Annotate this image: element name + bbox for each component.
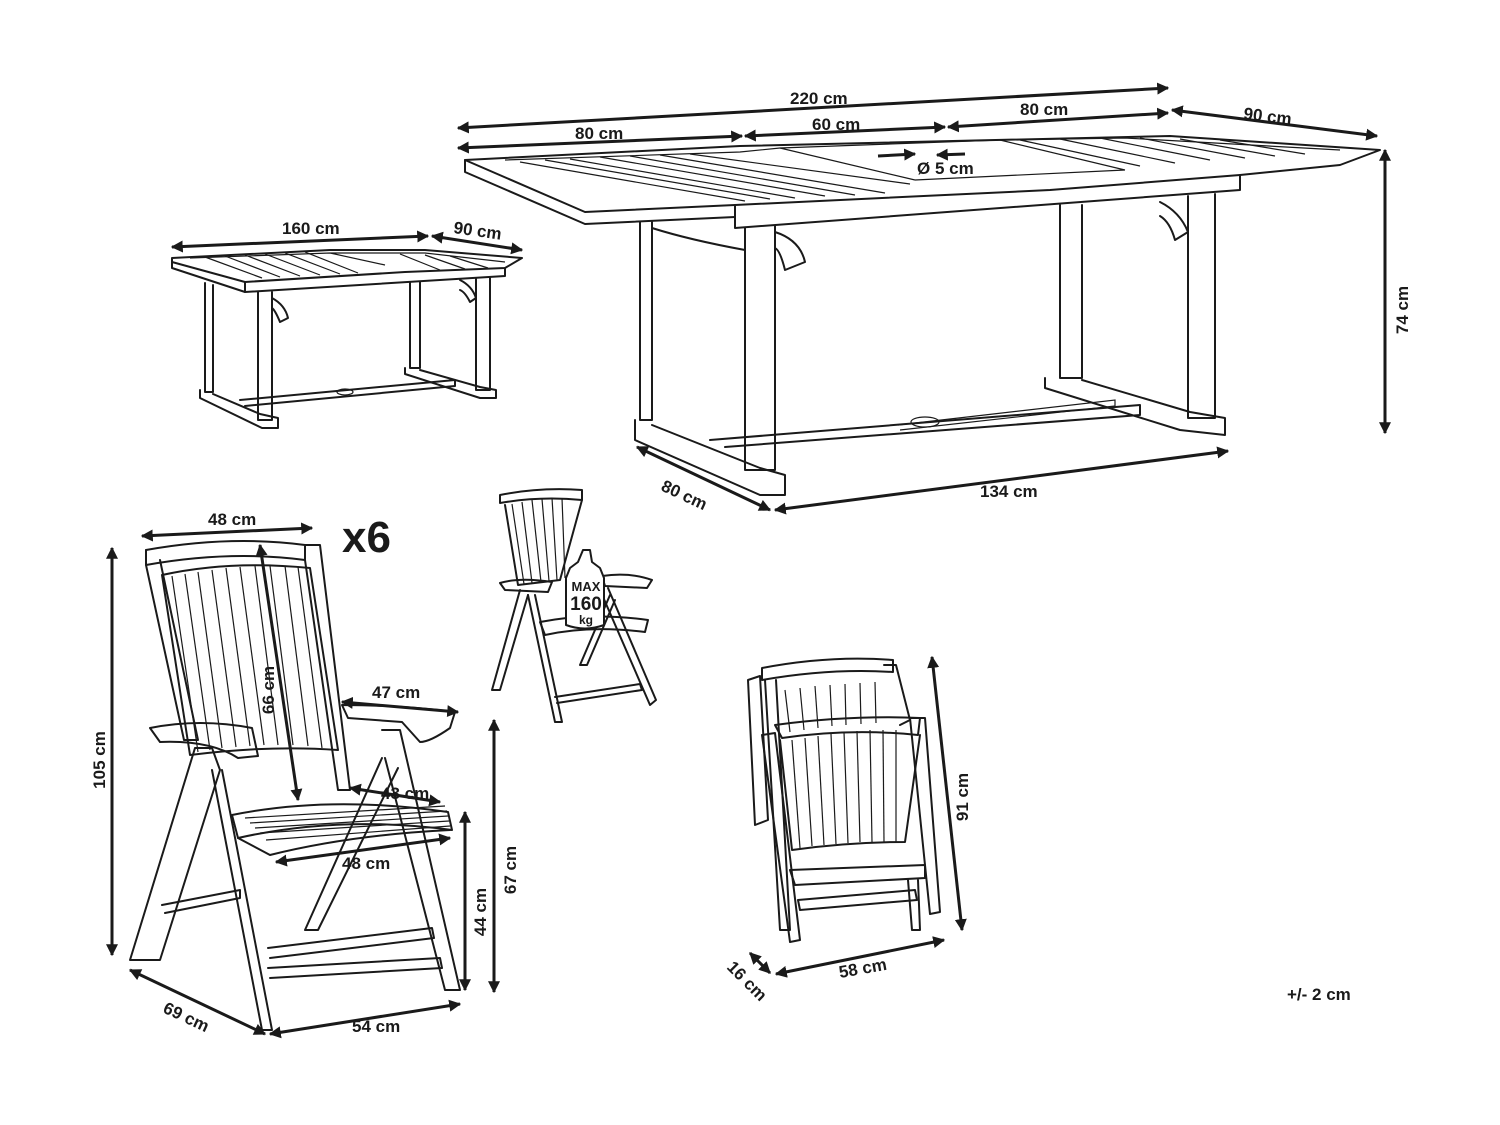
chair-dimension-lines xyxy=(106,522,500,1039)
extended-table-drawing xyxy=(464,135,1381,496)
folded-chair-drawing xyxy=(747,657,941,943)
seat-height-label: 44 cm xyxy=(471,888,490,936)
compact-table-drawing xyxy=(171,249,523,429)
table-height-label: 74 cm xyxy=(1393,286,1412,334)
load-badge: MAX 160 kg xyxy=(565,549,605,630)
backrest-width-label: 48 cm xyxy=(208,510,256,529)
depth-label: 90 cm xyxy=(1243,104,1293,129)
compact-length-label: 160 cm xyxy=(282,219,340,238)
load-chair-drawing xyxy=(491,488,657,723)
chair-quantity: x6 xyxy=(342,513,391,562)
seat-width-label: 48 cm xyxy=(342,854,390,873)
footprint-width-label: 54 cm xyxy=(352,1017,400,1036)
extended-table-dimension-lines xyxy=(456,82,1391,515)
armrest-height-label: 67 cm xyxy=(501,846,520,894)
folded-height-label: 91 cm xyxy=(953,773,972,821)
armrest-length-label: 47 cm xyxy=(372,683,420,702)
load-value: 160 xyxy=(570,594,602,615)
total-length-label: 220 cm xyxy=(790,89,848,108)
section-right-label: 80 cm xyxy=(1020,100,1068,119)
umbrella-hole-label: Ø 5 cm xyxy=(917,159,974,178)
section-left-label: 80 cm xyxy=(575,124,623,143)
seat-depth-label: 43 cm xyxy=(381,784,429,803)
compact-table-dimension-lines xyxy=(170,230,524,255)
section-middle-label: 60 cm xyxy=(812,115,860,134)
load-unit: kg xyxy=(579,613,593,627)
base-length-label: 134 cm xyxy=(980,482,1038,501)
total-height-label: 105 cm xyxy=(90,731,109,789)
tolerance-note: +/- 2 cm xyxy=(1287,985,1351,1004)
base-depth-label: 80 cm xyxy=(658,476,710,514)
load-max-label: MAX xyxy=(572,579,601,594)
folded-chair-dimension-lines xyxy=(748,655,967,978)
backrest-height-label: 66 cm xyxy=(259,666,278,714)
